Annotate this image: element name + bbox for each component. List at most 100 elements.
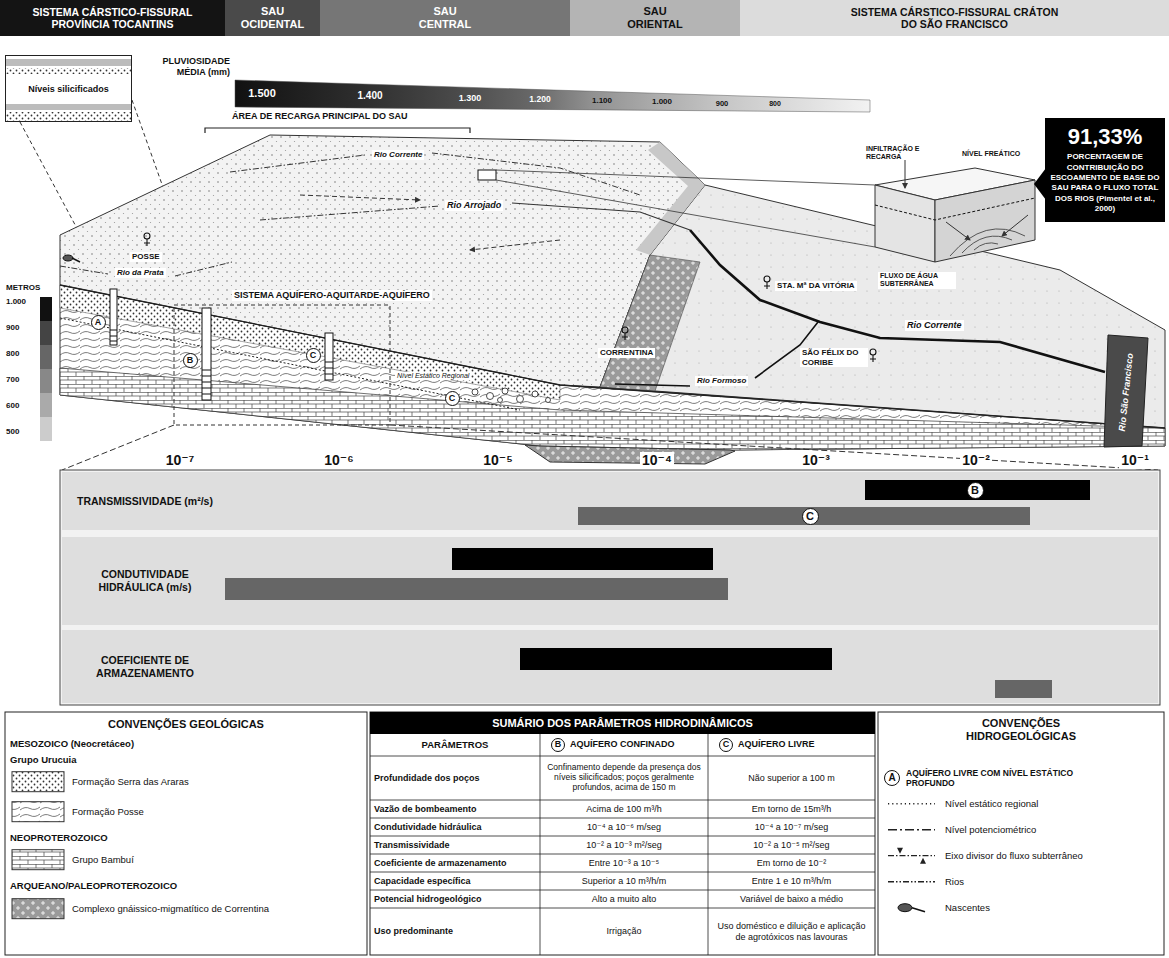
axis-tick-label: 10⁻⁵: [481, 452, 515, 469]
drawn-shape: [300, 195, 420, 200]
town-name: STA. Mª DA VITÓRIA: [775, 281, 857, 291]
rainfall-value: 1.100: [592, 96, 612, 106]
drawn-shape: [496, 170, 875, 185]
table-cell: Coeficiente de armazenamento: [374, 858, 536, 868]
drawn-shape: [370, 712, 875, 955]
drawn-shape: [60, 318, 520, 410]
drawn-shape: [935, 180, 1035, 262]
drawn-shape: [325, 362, 333, 374]
callout-letter: C: [719, 738, 733, 752]
drawn-shape: [370, 800, 875, 801]
node-text: 91,33%: [1050, 125, 1160, 149]
legend-note: AQUÍFERO LIVRE COM NÍVEL ESTÁTICO PROFUN…: [906, 768, 1096, 788]
drawn-shape: [40, 417, 52, 441]
drawn-shape: [370, 756, 875, 757]
legend-text: Eixo divisor do fluxo subterrâneo: [945, 850, 1083, 861]
inset-box: Níveis silicificados: [5, 55, 132, 122]
axis-tick-label: 10⁻¹: [1119, 452, 1151, 469]
legend-text: Nascentes: [945, 902, 990, 913]
river-name: Rio Formoso: [695, 376, 748, 386]
table-header: AQUÍFERO CONFINADO: [570, 739, 675, 750]
legend-line-sample: [888, 829, 935, 831]
panel-heading: CONVENÇÕES HIDROGEOLÓGICAS: [936, 717, 1106, 743]
drawn-shape: [110, 330, 117, 341]
chart-row: COEFICIENTE DE ARMAZENAMENTO: [62, 630, 1158, 703]
table-title: SUMÁRIO DOS PARÂMETROS HIDRODINÂMICOS: [374, 717, 871, 730]
drawn-shape: [110, 289, 117, 345]
axis-tick-label: 10⁻⁶: [322, 452, 355, 469]
drawn-shape: [370, 890, 875, 891]
drawn-shape: [63, 255, 73, 261]
drawn-shape: [62, 472, 1158, 530]
drawn-shape: [600, 255, 700, 391]
drawn-shape: [6, 59, 131, 66]
legend-pattern-sample: [12, 772, 64, 792]
rainfall-value: 1.500: [248, 87, 276, 100]
drawn-shape: [520, 648, 832, 670]
region-band: SAU CENTRAL: [320, 0, 570, 36]
table-cell: Vazão de bombeamento: [374, 804, 536, 814]
drawn-shape: [40, 369, 52, 393]
drawn-shape: [5, 712, 367, 955]
inset-label: FLUXO DE ÁGUA SUBTERRÂNEA: [878, 272, 956, 289]
drawn-shape: [144, 239, 150, 246]
table-cell: Em torno de 15m³/h: [712, 804, 871, 814]
drawn-shape: [525, 445, 735, 464]
region-band: SAU ORIENTAL: [570, 0, 740, 36]
region-band: SISTEMA CÁRSTICO-FISSURAL PROVÍNCIA TOCA…: [0, 0, 225, 36]
drawn-shape: [498, 398, 503, 403]
spring-symbol: [898, 904, 912, 912]
drawn-shape: [470, 240, 560, 250]
drawn-shape: [546, 398, 551, 403]
drawn-shape: [370, 836, 875, 837]
node-text: SISTEMA CÁRSTICO-FISSURAL CRÁTON DO SÃO …: [848, 6, 1062, 30]
drawn-shape: [974, 243, 998, 250]
drawn-shape: [370, 712, 875, 734]
drawn-shape: [870, 349, 876, 355]
table-cell: Entre 10⁻³ a 10⁻⁵: [544, 858, 704, 868]
drawn-shape: [540, 734, 541, 955]
river-name: Rio Corrente: [372, 150, 424, 160]
drawn-shape: [478, 170, 496, 180]
drawn-shape: [487, 393, 494, 400]
drawn-shape: [40, 393, 52, 417]
drawn-shape: [6, 104, 131, 110]
table-cell: Não superior a 100 m: [712, 773, 871, 783]
area-label: ÁREA DE RECARGA PRINCIPAL DO SAU: [232, 111, 408, 122]
scale-value: 900: [6, 323, 19, 333]
node-text: Níveis silicificados: [25, 83, 112, 95]
drawn-shape: [174, 305, 390, 425]
drawn-shape: [144, 233, 876, 362]
chart-row: CONDUTIVIDADE HIDRÁULICA (m/s): [62, 537, 1158, 625]
drawn-shape: [708, 734, 709, 955]
era-heading: NEOPROTEROZOICO: [10, 832, 108, 843]
drawn-shape: [62, 630, 1158, 703]
callout-letter: A: [91, 315, 106, 330]
drawn-shape: [370, 872, 875, 873]
scale-value: 600: [6, 401, 19, 411]
drawn-shape: [6, 112, 131, 121]
drawn-shape: [230, 155, 365, 172]
rainfall-value: 1.000: [652, 97, 672, 107]
table-cell: Uso predominante: [374, 926, 536, 936]
drawn-shape: [622, 327, 628, 333]
table-cell: 10⁻⁴ a 10⁻⁷ m/seg: [712, 822, 871, 832]
axis-tick-label: 10⁻⁴: [640, 452, 674, 469]
drawn-shape: [225, 578, 728, 600]
rainfall-value: 1.300: [459, 93, 482, 104]
table-header: AQUÍFERO LIVRE: [738, 739, 815, 750]
drawn-shape: [995, 680, 1052, 698]
rainfall-value: 1.200: [529, 94, 550, 104]
drawn-shape: [472, 389, 478, 395]
legend-text: Formação Serra das Araras: [72, 776, 189, 787]
drawn-shape: [764, 282, 770, 289]
table-cell: Irrigação: [544, 926, 704, 936]
drawn-shape: [40, 321, 52, 345]
table-cell: 10⁻⁴ a 10⁻⁶ m/seg: [544, 822, 704, 832]
drawn-shape: [1104, 335, 1148, 447]
axis-title: PLUVIOSIDADE MÉDIA (mm): [150, 56, 230, 78]
drawn-shape: [532, 391, 538, 397]
table-cell: Condutividade hidráulica: [374, 822, 536, 832]
town-name: POSSE: [130, 252, 162, 262]
